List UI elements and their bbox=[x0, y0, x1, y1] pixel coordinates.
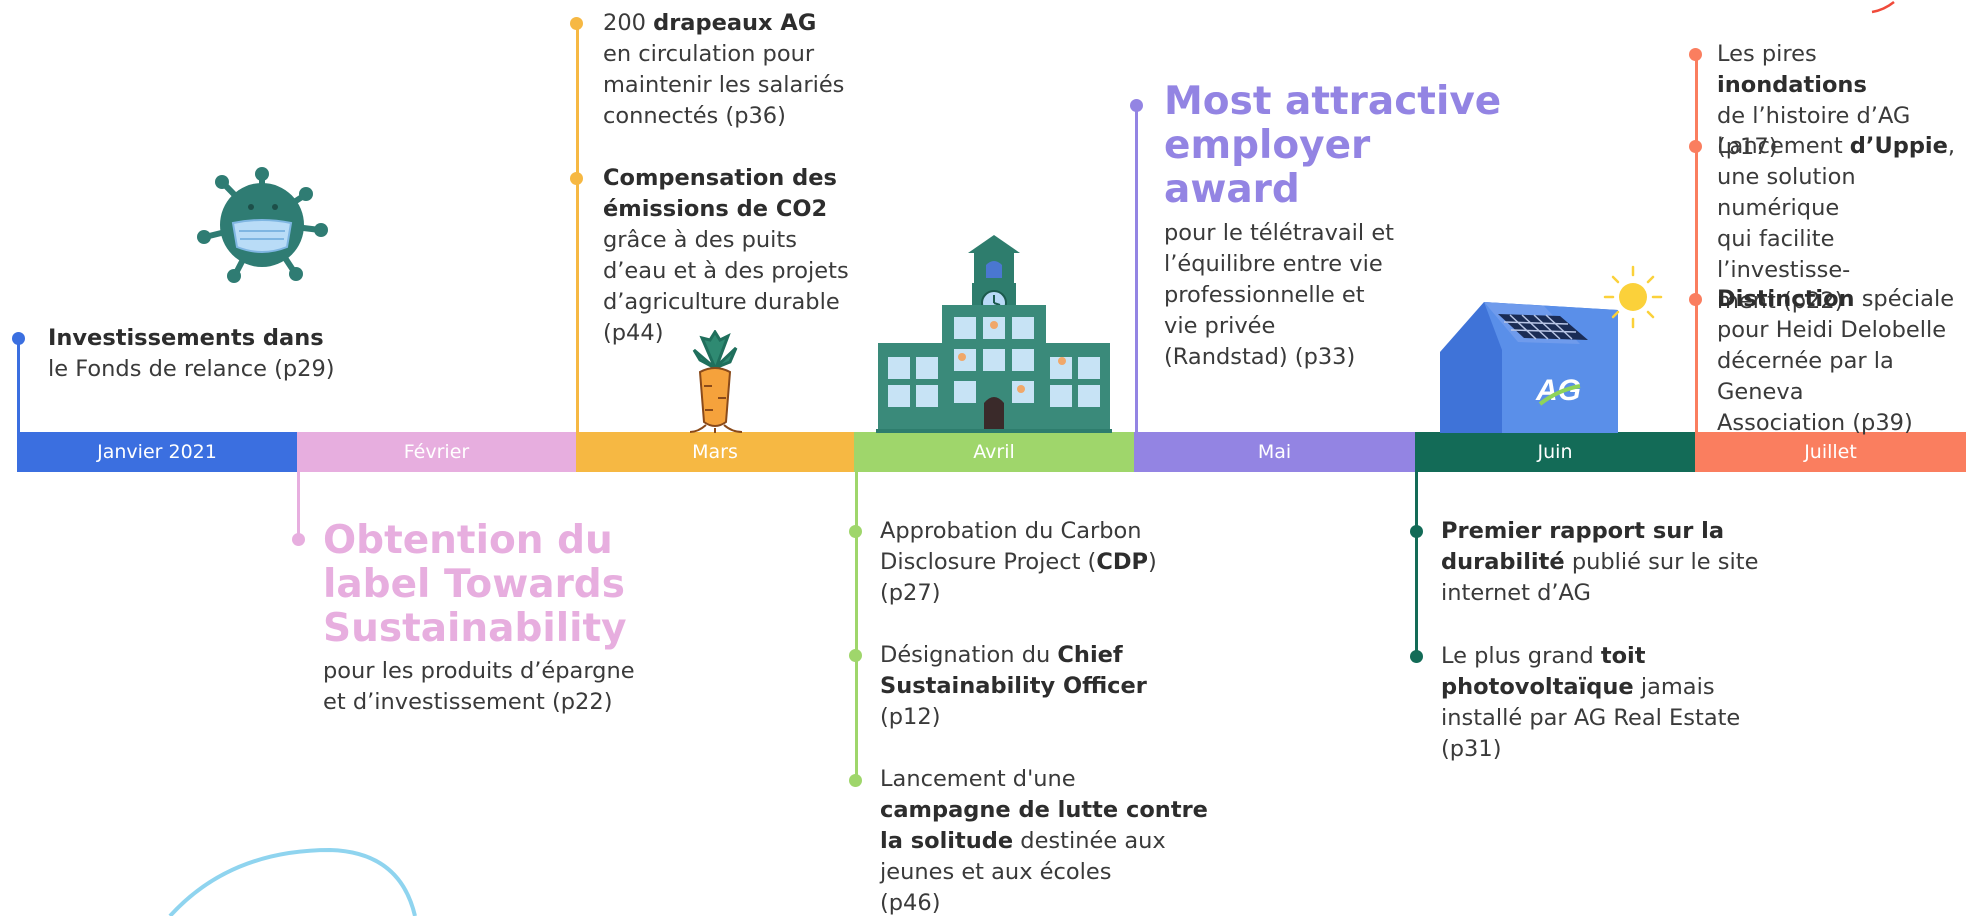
timeline-dot bbox=[1130, 99, 1143, 112]
decorative-curve bbox=[168, 847, 417, 916]
month-july: Juillet bbox=[1695, 432, 1966, 472]
timeline-dot bbox=[1410, 525, 1423, 538]
timeline-dot bbox=[849, 649, 862, 662]
timeline-dot bbox=[849, 774, 862, 787]
month-label: Mai bbox=[1257, 441, 1292, 463]
event-jul-floods: Les pires inondations de l’histoire d’AG… bbox=[1717, 41, 1911, 160]
timeline-dot bbox=[849, 525, 862, 538]
month-april: Avril bbox=[854, 432, 1134, 472]
event-jan-investments: Investissements dans le Fonds de relance… bbox=[48, 325, 335, 382]
event-may-text: pour le télétravail et l’équilibre entre… bbox=[1164, 220, 1394, 370]
event-apr-campaign: Lancement d'une campagne de lutte contre… bbox=[880, 766, 1208, 916]
event-feb-text: pour les produits d’épargne et d’investi… bbox=[323, 658, 635, 715]
timeline-dot bbox=[292, 533, 305, 546]
month-label: Juillet bbox=[1804, 441, 1857, 463]
connector-line bbox=[855, 472, 858, 782]
virus-icon bbox=[197, 167, 328, 283]
timeline-dot bbox=[1410, 650, 1423, 663]
timeline-dot bbox=[570, 17, 583, 30]
event-mar-flags: 200 drapeaux AG en circulation pour main… bbox=[603, 10, 845, 129]
connector-line bbox=[17, 338, 20, 433]
month-label: Avril bbox=[973, 441, 1015, 463]
event-may-title: Most attractive employer award bbox=[1164, 79, 1502, 212]
event-jun-roof: Le plus grand toit photovoltaïque jamais… bbox=[1441, 643, 1741, 762]
timeline-dot bbox=[1689, 293, 1702, 306]
decorative-mark bbox=[1871, 1, 1895, 14]
month-may: Mai bbox=[1134, 432, 1415, 472]
event-mar-co2: Compensation des émissions de CO2 grâce … bbox=[603, 165, 849, 346]
month-label: Janvier 2021 bbox=[97, 441, 217, 463]
connector-line bbox=[576, 24, 579, 433]
event-jul-uppie: Lancement d’Uppie, une solution numériqu… bbox=[1717, 133, 1956, 314]
connector-line bbox=[1135, 106, 1138, 433]
event-jul-distinction: Distinction spéciale pour Heidi Delobell… bbox=[1717, 286, 1955, 436]
timeline-dot bbox=[1689, 48, 1702, 61]
connector-line bbox=[297, 472, 300, 540]
month-march: Mars bbox=[576, 432, 854, 472]
connector-line bbox=[1415, 472, 1418, 657]
solar-house-icon: AG bbox=[1440, 302, 1618, 433]
month-june: Juin bbox=[1415, 432, 1695, 472]
event-apr-cdp: Approbation du Carbon Disclosure Project… bbox=[880, 518, 1157, 606]
carrot-icon bbox=[689, 330, 743, 433]
sun-icon bbox=[1603, 265, 1663, 329]
event-feb-title: Obtention du label Towards Sustainabilit… bbox=[323, 518, 627, 651]
month-label: Mars bbox=[692, 441, 738, 463]
month-label: Février bbox=[403, 441, 470, 463]
timeline-dot bbox=[12, 332, 25, 345]
timeline-dot bbox=[1689, 140, 1702, 153]
month-label: Juin bbox=[1537, 441, 1573, 463]
timeline-dot bbox=[570, 172, 583, 185]
school-building-icon bbox=[876, 235, 1112, 433]
event-jun-report: Premier rapport sur la durabilité publié… bbox=[1441, 518, 1759, 606]
month-february: Février bbox=[297, 432, 576, 472]
month-january: Janvier 2021 bbox=[17, 432, 297, 472]
connector-line bbox=[1695, 55, 1698, 433]
event-apr-cso: Désignation du Chief Sustainability Offi… bbox=[880, 642, 1147, 730]
